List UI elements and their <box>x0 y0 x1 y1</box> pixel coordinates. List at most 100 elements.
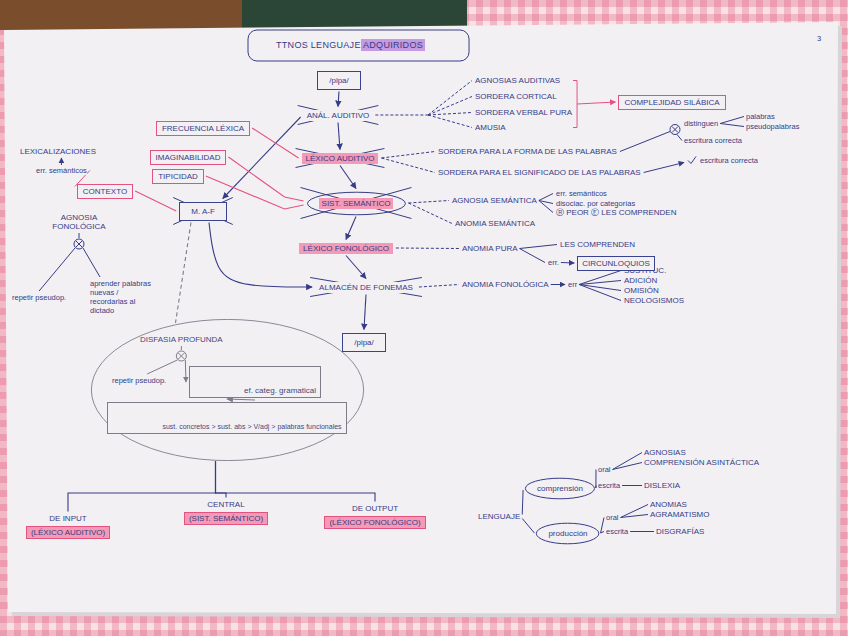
connector <box>68 461 216 511</box>
note-text: AGNOSIAS AUDITIVAS <box>475 76 560 85</box>
negation-circle <box>74 239 84 249</box>
leader-line <box>720 124 744 127</box>
leader-line <box>622 485 642 486</box>
cross-symbol <box>178 353 184 359</box>
dashed-link <box>428 115 472 128</box>
node-text: DISFASIA PROFUNDA <box>140 335 223 344</box>
cross-out <box>173 198 233 225</box>
layout-lines <box>39 30 744 533</box>
ellipse-shape <box>525 478 594 499</box>
note-text: err. semánticos <box>36 166 87 175</box>
connector <box>340 166 356 189</box>
leader-line <box>621 515 648 518</box>
dashed-link <box>375 115 428 116</box>
node-text: (SIST. SEMÁNTICO) <box>184 512 268 525</box>
leader-line <box>595 470 596 489</box>
note-box: sust. concretos > sust. abs > V/adj > pa… <box>107 402 346 434</box>
cross-symbol <box>672 127 678 133</box>
node-text: DE INPUT <box>26 514 110 523</box>
connector <box>338 123 340 150</box>
note-text: repetir pseudop. <box>12 293 66 302</box>
node-text: ALMACÉN DE FONEMAS <box>319 283 413 292</box>
node-text: CONTEXTO <box>83 187 127 196</box>
connector <box>252 128 298 158</box>
note-box: CIRCUNLOQUIOS <box>577 256 655 271</box>
node-text: M. A-F <box>191 207 215 216</box>
note-text: AGNOSIA SEMÁNTICA <box>452 196 537 205</box>
ellipse-shape <box>537 523 600 544</box>
highlight-band: LÉXICO FONOLÓGICO <box>299 243 393 254</box>
stage-label: ANÁL. AUDITIVO <box>304 110 373 121</box>
arrow-line <box>185 360 187 382</box>
connector <box>228 157 303 201</box>
note-text: LEXICALIZACIONES <box>20 147 96 156</box>
note-text: ANOMIAS <box>650 500 687 509</box>
wood-strip <box>0 0 242 30</box>
note-text: 3 <box>817 34 821 43</box>
highlight-band: LÉXICO AUDITIVO <box>302 153 379 164</box>
leader-line <box>520 249 545 263</box>
cross-out <box>173 198 233 225</box>
node-text: TIPICIDAD <box>158 172 198 181</box>
node-text: DE OUTPUT <box>324 504 425 513</box>
leader-line <box>79 233 80 238</box>
note-text: escritura correcta <box>700 156 758 165</box>
arrow-line <box>561 262 574 264</box>
connector <box>337 92 339 107</box>
paper-sheet <box>4 22 838 614</box>
note-text: aprender palabras nuevas / recordarlas a… <box>90 279 154 315</box>
region-ellipse: DISFASIA PROFUNDA ef. categ. gramatical su… <box>90 318 365 462</box>
factor-box: FRECUENCIA LÉXICA <box>156 121 250 136</box>
check-mark <box>688 157 696 164</box>
dashed-link <box>419 285 459 288</box>
note-text: pseudopalabras <box>746 122 799 131</box>
note-text: oral <box>606 513 619 522</box>
cross-out <box>301 188 412 219</box>
leader-line <box>677 135 682 141</box>
green-strip <box>242 0 467 28</box>
leader-line <box>579 271 621 285</box>
process-box: M. A-F <box>179 202 227 221</box>
connector <box>135 191 176 211</box>
cross-out <box>296 149 385 168</box>
note-text: AGRAMATISMO <box>650 510 709 519</box>
note-text: palabras <box>746 112 775 121</box>
note-text: oral <box>598 465 611 474</box>
connector <box>176 223 192 323</box>
leader-line <box>579 285 621 301</box>
node-text: CIRCUNLOQUIOS <box>582 259 650 268</box>
node-text: FRECUENCIA LÉXICA <box>162 124 244 133</box>
node-text: sust. concretos > sust. abs > V/adj > pa… <box>162 422 341 431</box>
connector <box>364 295 366 330</box>
leader-line <box>579 281 621 285</box>
note-text: NEOLOGISMOS <box>624 296 684 305</box>
node-text: /pipa/ <box>329 76 349 85</box>
note-text: ANOMIA SEMÁNTICA <box>455 219 535 228</box>
connector <box>216 461 226 497</box>
cross-symbol <box>76 241 82 247</box>
leader-line <box>601 518 604 534</box>
cross-out <box>301 188 412 219</box>
process-box: /pipa/ <box>342 333 386 352</box>
dashed-link <box>381 158 435 173</box>
note-text: LENGUAJE <box>478 512 520 521</box>
leader-line <box>39 248 75 291</box>
note-text: ANOMIA PURA <box>462 244 518 253</box>
leader-line <box>630 531 654 532</box>
category-band: CENTRAL(SIST. SEMÁNTICO) <box>184 500 268 525</box>
connector <box>209 223 312 288</box>
cross-out <box>298 106 379 125</box>
node-text: ef. categ. gramatical <box>244 386 316 395</box>
node-text: (LÉXICO AUDITIVO) <box>26 526 110 539</box>
note-text: disociac. por categorías <box>556 199 635 208</box>
leader-line <box>520 245 557 249</box>
note-box: ef. categ. gramatical <box>189 366 321 398</box>
node-text: /pipa/ <box>354 338 374 347</box>
note-text: repetir pseudop. <box>112 376 166 385</box>
leader-line <box>621 505 648 518</box>
cross-out <box>296 149 385 168</box>
cross-symbol <box>178 353 184 359</box>
node-text: IMAGINABILIDAD <box>156 153 221 162</box>
leader-line <box>613 453 642 470</box>
